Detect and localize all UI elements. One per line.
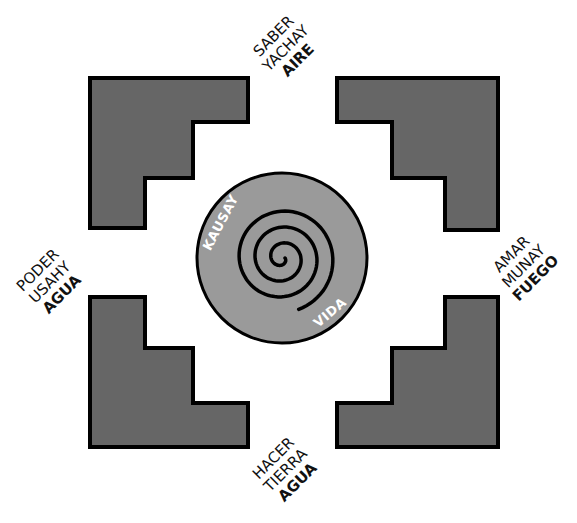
spiral-circle: KAUSAYVIDA <box>194 170 370 346</box>
element-label-group: PODERUSAHYAGUA <box>13 245 86 318</box>
circle-shape <box>194 170 370 346</box>
step-block <box>337 297 498 447</box>
element-label-group: SABERYACHAYAIRE <box>247 9 324 86</box>
step-block <box>337 78 498 230</box>
element-label-group: AMARMUNAYFUEGO <box>486 228 563 305</box>
spiral-line <box>239 211 333 309</box>
element-label-group: HACERTIERRAAGUA <box>249 433 323 507</box>
